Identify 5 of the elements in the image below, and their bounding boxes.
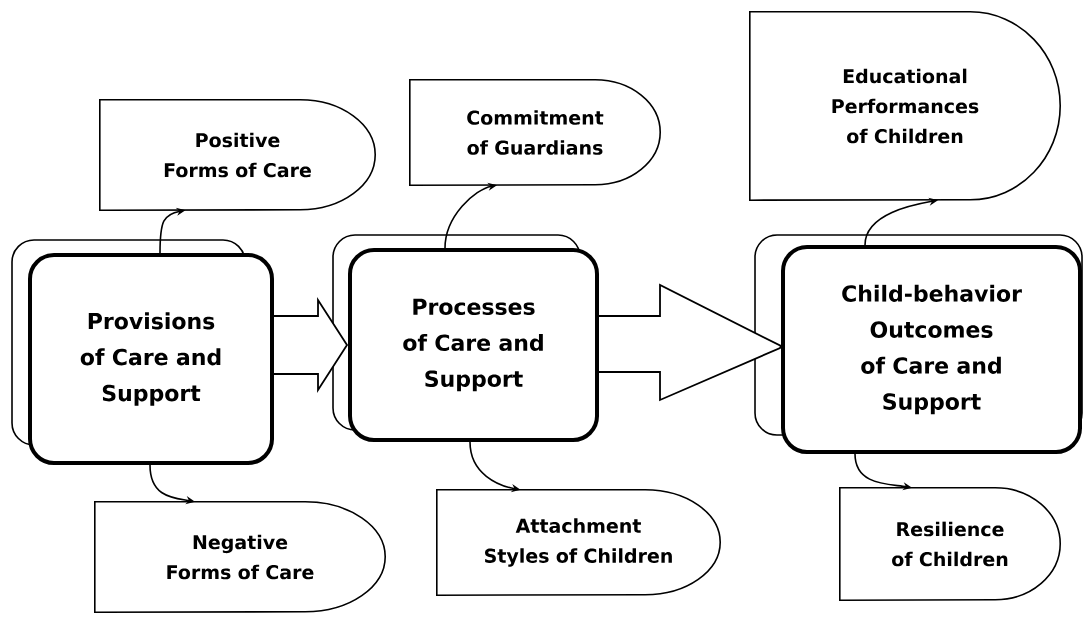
block-arrow [273, 296, 349, 394]
stacked-box: Child-behavior Outcomes of Care and Support [754, 234, 1083, 454]
stacked-box: Provisions of Care and Support [11, 239, 274, 465]
block-arrow [598, 283, 783, 402]
stacked-box: Processes of Care and Support [332, 234, 599, 442]
